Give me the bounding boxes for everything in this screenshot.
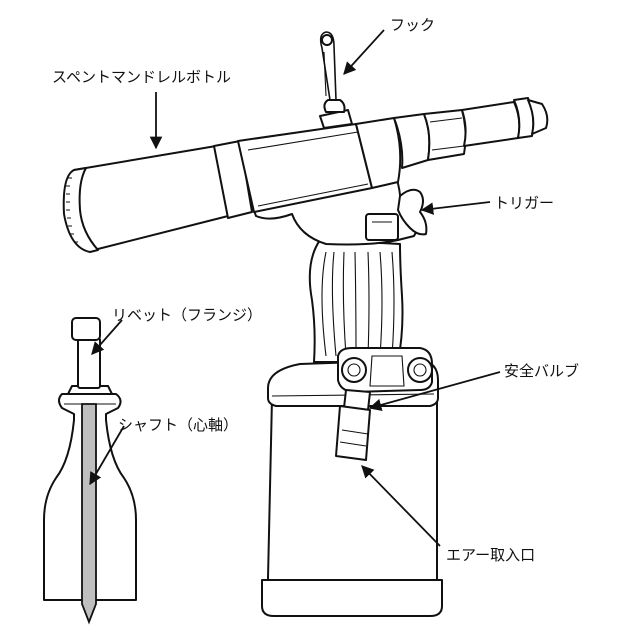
tool-base [261, 383, 443, 617]
main-barrel [237, 117, 402, 213]
rivet-mandrel-head [77, 337, 101, 389]
leader-lines [89, 29, 501, 547]
air-inlet-pointer [361, 465, 441, 547]
handle-grip [308, 239, 404, 363]
rivet-illustration [43, 317, 137, 625]
rivet-flange-pointer [91, 319, 123, 355]
front-collar [393, 109, 467, 169]
hook-bracket [319, 99, 353, 129]
safety-valve-pointer [368, 371, 501, 412]
hook-pointer [343, 29, 385, 75]
trigger [397, 188, 428, 236]
rivet-flange-label: リベット（フランジ） [112, 306, 262, 324]
rivet-tool [62, 31, 549, 617]
air-inlet-label: エアー取入口 [446, 546, 535, 564]
nose-piece [461, 97, 549, 147]
shaft-label: シャフト（心軸） [118, 416, 238, 434]
safety-valve-label: 安全バルブ [504, 362, 579, 380]
trigger-label: トリガー [494, 194, 554, 212]
mandrel-bottle [62, 140, 253, 253]
hook [319, 31, 337, 101]
shaft-pointer [89, 425, 125, 486]
labels: フック スペントマンドレルボトル トリガー リベット（フランジ） 安全バルブ シ… [52, 16, 579, 564]
trigger-pointer [420, 201, 491, 215]
hook-label: フック [390, 16, 435, 34]
rivet-shaft [81, 403, 97, 625]
safety-valve [337, 347, 433, 393]
mandrel-bottle-label: スペントマンドレルボトル [52, 68, 231, 86]
air-inlet-fitting [335, 389, 371, 461]
